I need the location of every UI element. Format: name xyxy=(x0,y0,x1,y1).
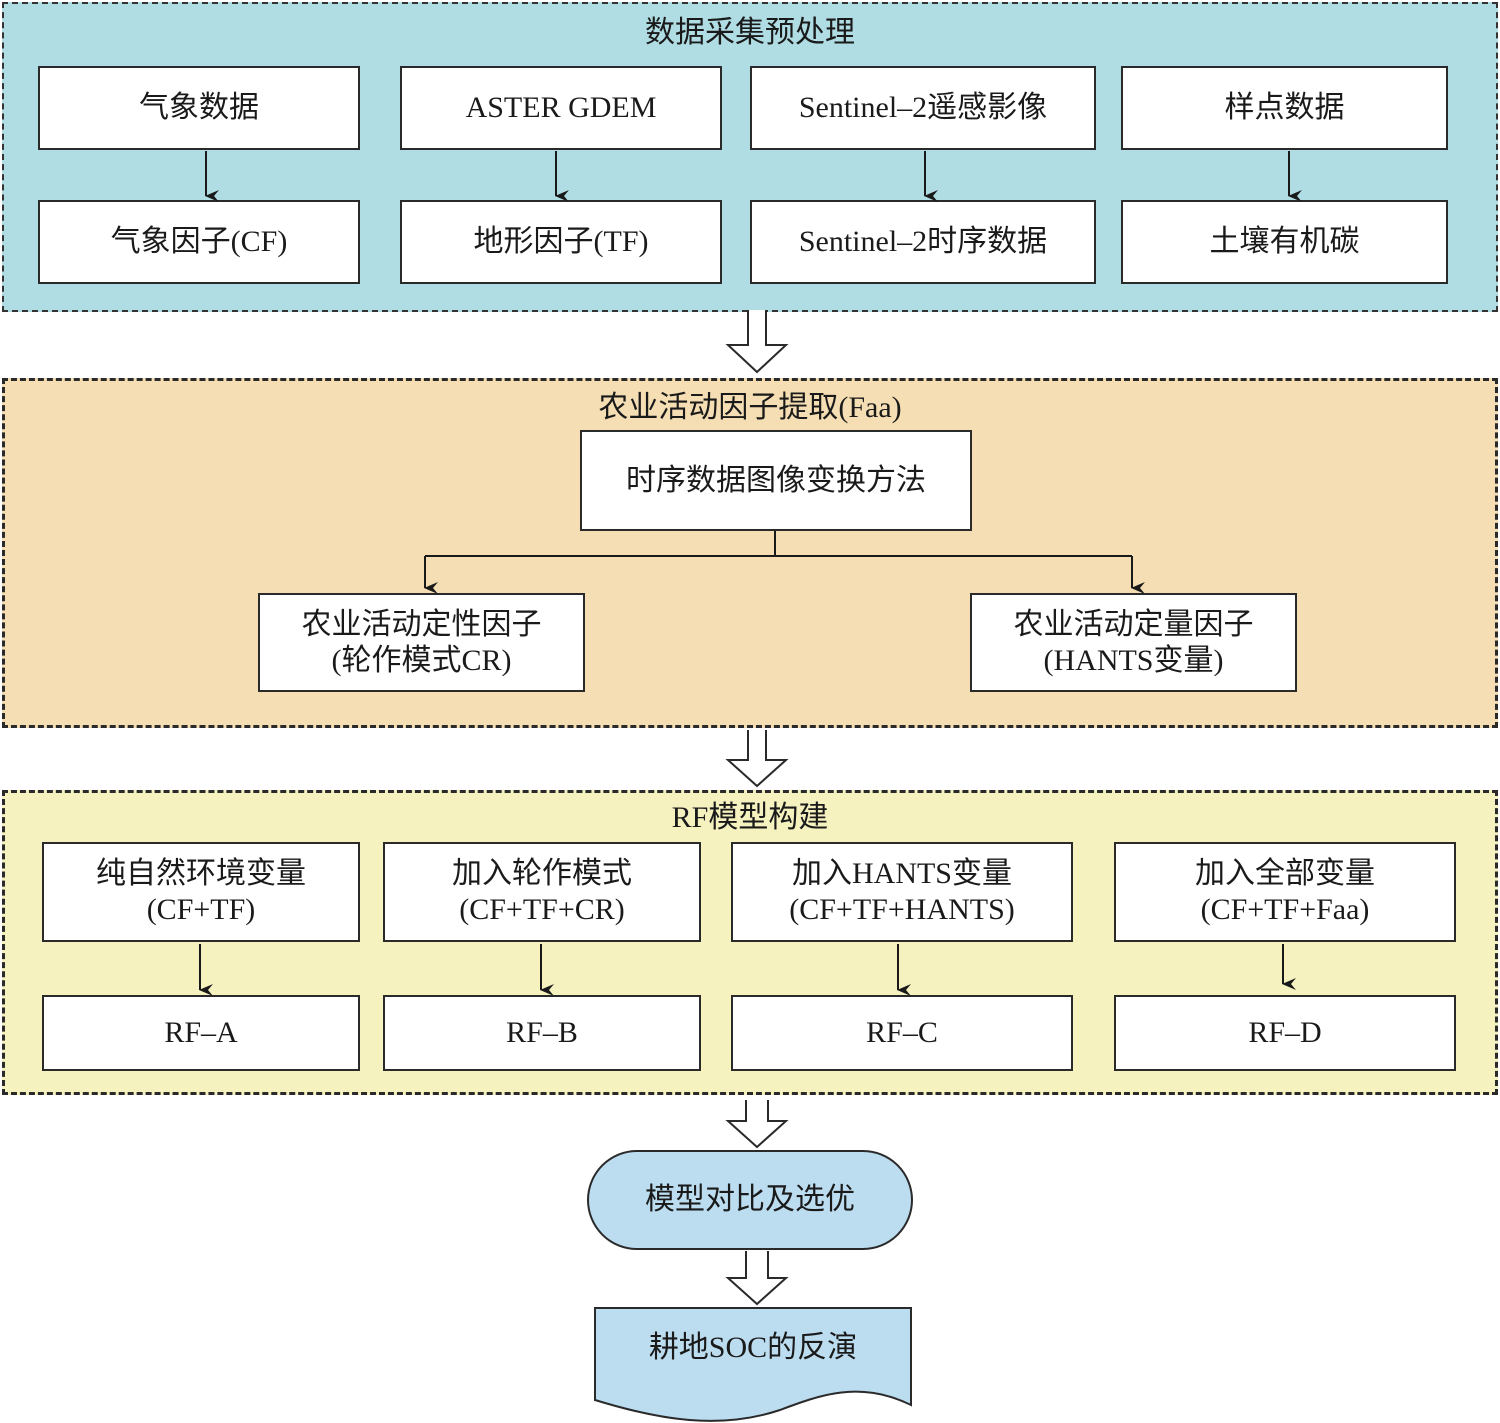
hollow-arrow-stage1-to-stage2 xyxy=(725,310,789,374)
document-shape-soc-inversion xyxy=(594,1307,912,1422)
hollow-arrow-comparison-to-output xyxy=(725,1251,789,1306)
product-box-terrain-factor: 地形因子(TF) xyxy=(400,200,722,284)
box-label: 土壤有机碳 xyxy=(1209,225,1360,258)
factor-box-quantitative: 农业活动定量因子 (HANTS变量) xyxy=(970,593,1297,692)
model-box-rf-d: RF–D xyxy=(1114,995,1456,1071)
source-box-meteorological: 气象数据 xyxy=(38,66,360,150)
terminator-model-comparison: 模型对比及选优 xyxy=(587,1150,913,1250)
source-box-sample-points: 样点数据 xyxy=(1121,66,1448,150)
product-box-climate-factor: 气象因子(CF) xyxy=(38,200,360,284)
box-label: RF–C xyxy=(866,1016,938,1049)
box-label-line2: (轮作模式CR) xyxy=(331,643,512,677)
model-box-rf-c: RF–C xyxy=(731,995,1073,1071)
hollow-arrow-stage2-to-stage3 xyxy=(725,730,789,788)
source-box-aster-gdem: ASTER GDEM xyxy=(400,66,722,150)
box-label: RF–D xyxy=(1248,1016,1322,1049)
product-box-sentinel2-timeseries: Sentinel–2时序数据 xyxy=(750,200,1096,284)
box-label: RF–A xyxy=(164,1016,238,1049)
variable-set-box-natural: 纯自然环境变量 (CF+TF) xyxy=(42,842,360,942)
variable-set-box-rotation: 加入轮作模式 (CF+TF+CR) xyxy=(383,842,701,942)
variable-set-box-hants: 加入HANTS变量 (CF+TF+HANTS) xyxy=(731,842,1073,942)
box-label-line1: 纯自然环境变量 xyxy=(96,857,306,890)
model-box-rf-b: RF–B xyxy=(383,995,701,1071)
hollow-arrow-stage3-to-comparison xyxy=(725,1100,789,1149)
box-label-line1: 加入全部变量 xyxy=(1195,857,1375,890)
box-label-line2: (CF+TF) xyxy=(146,893,256,926)
panel-title: 农业活动因子提取(Faa) xyxy=(598,391,902,424)
panel-title: 数据采集预处理 xyxy=(645,16,855,49)
box-label-line1: 农业活动定性因子 xyxy=(301,607,542,641)
box-label: 气象因子(CF) xyxy=(110,225,288,258)
panel-title: RF模型构建 xyxy=(671,801,829,834)
box-label-line2: (HANTS变量) xyxy=(1043,643,1224,677)
model-box-rf-a: RF–A xyxy=(42,995,360,1071)
box-label: 耕地SOC的反演 xyxy=(648,1331,858,1364)
method-box-timeseries-transform: 时序数据图像变换方法 xyxy=(580,430,972,531)
box-label: RF–B xyxy=(506,1016,578,1049)
product-box-soil-organic-carbon: 土壤有机碳 xyxy=(1121,200,1448,284)
box-label-line1: 加入轮作模式 xyxy=(452,857,632,890)
box-label-line2: (CF+TF+CR) xyxy=(459,893,625,926)
variable-set-box-all: 加入全部变量 (CF+TF+Faa) xyxy=(1114,842,1456,942)
box-label: Sentinel–2时序数据 xyxy=(798,225,1048,258)
box-label: 样点数据 xyxy=(1224,91,1345,124)
output-label-soc-inversion: 耕地SOC的反演 xyxy=(595,1330,911,1366)
box-label: ASTER GDEM xyxy=(465,91,657,124)
factor-box-qualitative: 农业活动定性因子 (轮作模式CR) xyxy=(258,593,585,692)
box-label-line2: (CF+TF+HANTS) xyxy=(789,893,1015,926)
box-label: 地形因子(TF) xyxy=(473,225,649,258)
box-label: 气象数据 xyxy=(139,91,259,124)
box-label-line1: 加入HANTS变量 xyxy=(791,857,1012,890)
box-label: 时序数据图像变换方法 xyxy=(626,463,926,497)
box-label-line2: (CF+TF+Faa) xyxy=(1200,893,1370,926)
box-label: 模型对比及选优 xyxy=(645,1183,855,1216)
source-box-sentinel2-imagery: Sentinel–2遥感影像 xyxy=(750,66,1096,150)
box-label-line1: 农业活动定量因子 xyxy=(1013,607,1254,641)
box-label: Sentinel–2遥感影像 xyxy=(798,91,1048,124)
